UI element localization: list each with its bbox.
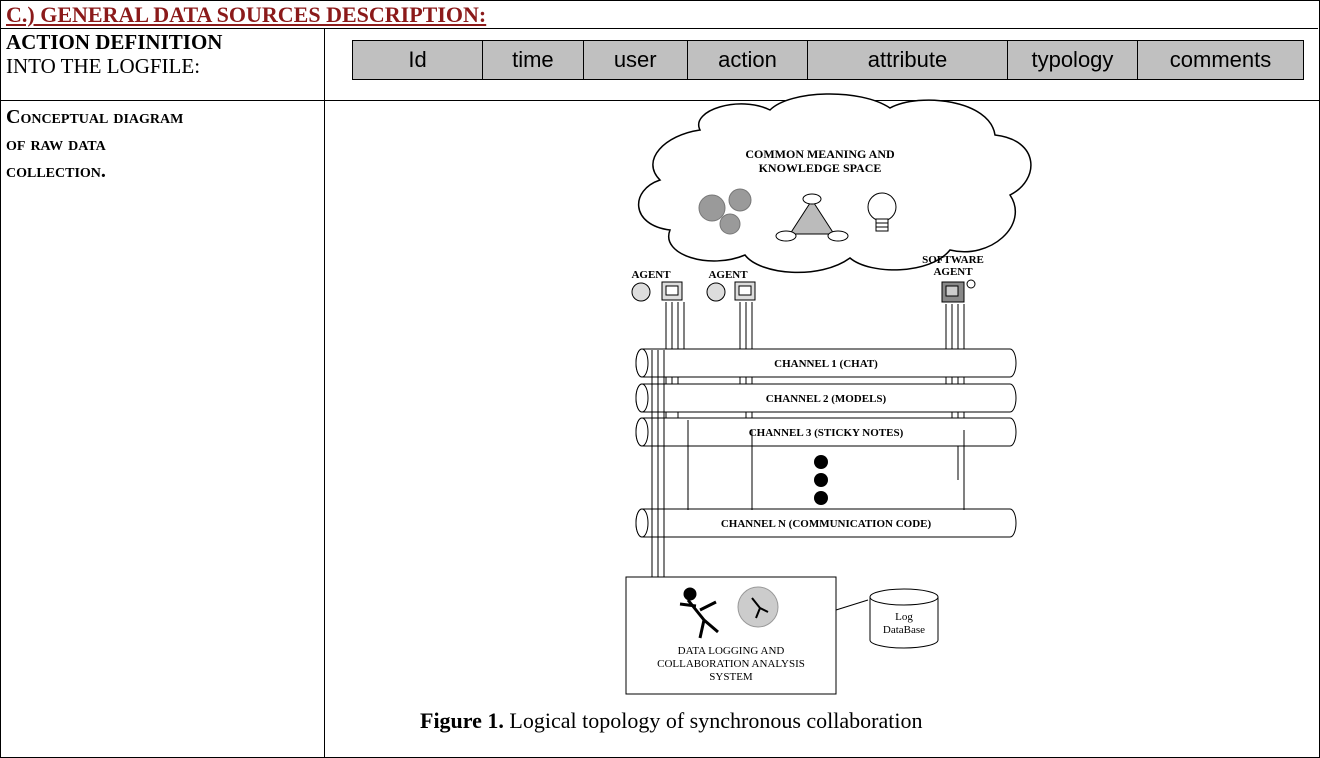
- action-label-bold: ACTION DEFINITION: [6, 30, 223, 54]
- agent-1-label: AGENT: [631, 269, 671, 281]
- system-db-connector: [835, 599, 869, 611]
- software-agent-icon: [941, 279, 976, 303]
- person-icon: [679, 587, 719, 639]
- log-database-icon: [869, 588, 939, 649]
- system-text-line-1: DATA LOGGING AND: [678, 645, 785, 657]
- column-user: user: [584, 41, 688, 79]
- channel-n-pipe: [635, 508, 1017, 538]
- software-agent-label-2: AGENT: [933, 266, 973, 278]
- action-label-rest: INTO THE LOGFILE:: [6, 54, 201, 78]
- agent-2-label: AGENT: [708, 269, 748, 281]
- agent-2-icon: [706, 281, 756, 302]
- cloud-text-line-2: KNOWLEDGE SPACE: [759, 161, 882, 175]
- channel-2-label: CHANNEL 2 (MODELS): [766, 393, 887, 405]
- gear-runner-icon: [737, 586, 779, 628]
- channel-1-label: CHANNEL 1 (CHAT): [774, 358, 878, 370]
- column-divider: [324, 29, 325, 758]
- knowledge-cloud: [637, 93, 1032, 274]
- label-line-1: Conceptual diagram: [6, 106, 184, 128]
- ellipsis-dot-2: [814, 473, 828, 487]
- channel-3-pipe: [635, 417, 1017, 447]
- logfile-columns: Id time user action attribute typology c…: [352, 40, 1304, 80]
- section-title-row: C.) GENERAL DATA SOURCES DESCRIPTION:: [0, 0, 1318, 29]
- column-time: time: [483, 41, 584, 79]
- system-text-line-2: COLLABORATION ANALYSIS: [657, 658, 805, 670]
- system-text-line-3: SYSTEM: [709, 671, 753, 683]
- action-definition-label: ACTION DEFINITION INTO THE LOGFILE:: [6, 30, 222, 78]
- lightbulb-icon: [867, 192, 897, 232]
- conceptual-diagram-label: Conceptual diagram of raw data collectio…: [6, 104, 183, 185]
- db-text-line-2: DataBase: [883, 624, 925, 636]
- gears-icon: [698, 188, 752, 235]
- logging-system-box: [625, 576, 837, 695]
- column-typology: typology: [1008, 41, 1139, 79]
- network-triangle-icon: [775, 193, 849, 242]
- column-action: action: [688, 41, 809, 79]
- column-id: Id: [353, 41, 484, 79]
- channel-2-pipe: [635, 383, 1017, 413]
- column-attribute: attribute: [808, 41, 1008, 79]
- software-agent-label-1: SOFTWARE: [922, 254, 984, 266]
- cloud-text-line-1: COMMON MEANING AND: [745, 147, 895, 161]
- ellipsis-dot-1: [814, 455, 828, 469]
- agent-1-icon: [631, 281, 683, 302]
- label-line-2: of raw data: [6, 133, 106, 155]
- caption-bold: Figure 1.: [420, 708, 504, 733]
- db-text-line-1: Log: [895, 611, 913, 623]
- section-title: C.) GENERAL DATA SOURCES DESCRIPTION:: [6, 2, 487, 27]
- channel-1-pipe: [635, 348, 1017, 378]
- pass-through-lines: [651, 350, 965, 540]
- channel-3-label: CHANNEL 3 (STICKY NOTES): [749, 427, 904, 439]
- row-divider: [0, 100, 1320, 101]
- caption-rest: Logical topology of synchronous collabor…: [503, 708, 923, 733]
- channel-n-label: CHANNEL N (COMMUNICATION CODE): [721, 518, 932, 530]
- label-line-3: collection.: [6, 160, 106, 182]
- ellipsis-dot-3: [814, 491, 828, 505]
- figure-caption: Figure 1. Logical topology of synchronou…: [420, 708, 922, 734]
- column-comments: comments: [1169, 47, 1272, 72]
